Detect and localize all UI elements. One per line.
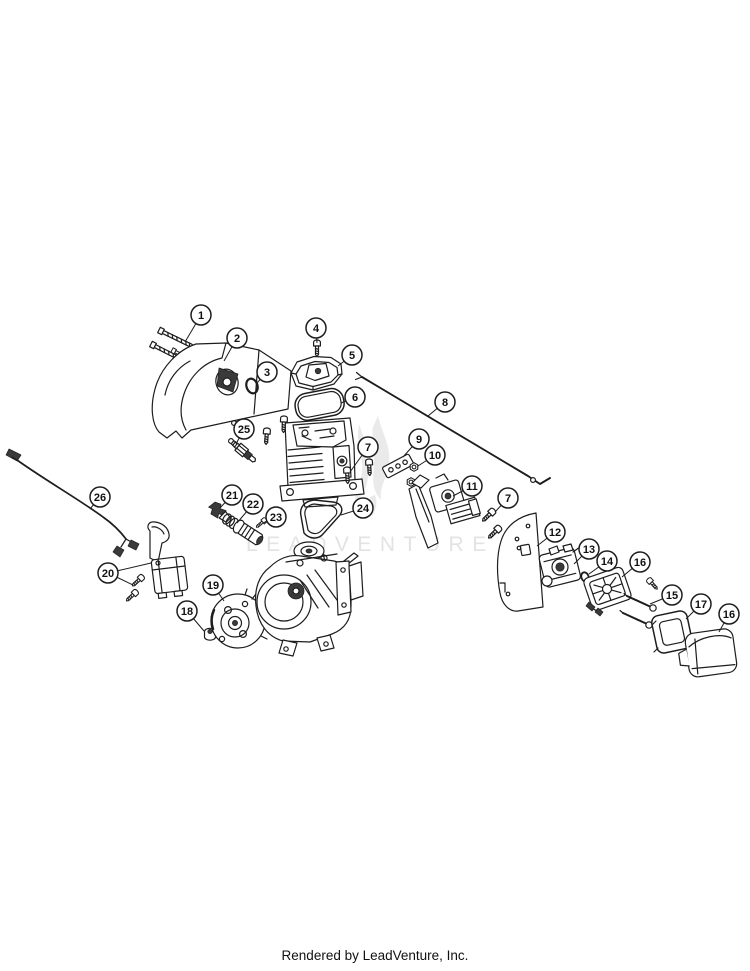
- svg-text:24: 24: [357, 503, 370, 515]
- part-gasket-6: [294, 387, 345, 422]
- svg-text:21: 21: [226, 490, 238, 502]
- callout-15[interactable]: 15: [649, 584, 683, 606]
- part-carburetor-13: [538, 543, 582, 588]
- callout-20[interactable]: 20: [97, 562, 152, 586]
- svg-text:25: 25: [238, 424, 250, 436]
- callout-7[interactable]: 7: [349, 436, 379, 473]
- callout-12[interactable]: 12: [536, 521, 566, 547]
- part-throttle-rod-8: [354, 371, 551, 485]
- svg-text:4: 4: [313, 323, 320, 335]
- callout-6[interactable]: 6: [340, 386, 366, 408]
- svg-text:9: 9: [416, 434, 422, 446]
- part-air-cleaner-cover-16b: [678, 628, 738, 678]
- footer-credit: Rendered by LeadVenture, Inc.: [281, 948, 469, 963]
- svg-text:18: 18: [181, 606, 193, 618]
- callout-3[interactable]: 3: [255, 361, 278, 385]
- callout-11[interactable]: 11: [452, 475, 483, 497]
- callout-9[interactable]: 9: [402, 428, 430, 458]
- callout-18[interactable]: 18: [176, 600, 205, 632]
- callout-24[interactable]: 24: [340, 497, 374, 519]
- callout-16[interactable]: 16: [718, 603, 740, 633]
- part-plate-9: [382, 453, 414, 479]
- callout-7[interactable]: 7: [494, 487, 519, 513]
- callout-10[interactable]: 10: [417, 444, 446, 467]
- svg-text:16: 16: [723, 609, 735, 621]
- part-engine-shroud-2: [151, 342, 292, 439]
- svg-text:14: 14: [601, 556, 614, 568]
- svg-text:2: 2: [234, 333, 240, 345]
- part-valve-cover-5: [290, 355, 343, 391]
- callout-21[interactable]: 21: [219, 484, 243, 509]
- callout-26[interactable]: 26: [89, 486, 111, 510]
- part-flywheel-19: [210, 588, 272, 649]
- callout-16[interactable]: 16: [621, 551, 651, 578]
- part-carb-backplate-16: [583, 566, 632, 617]
- callout-19[interactable]: 19: [202, 574, 225, 602]
- callout-25[interactable]: 25: [233, 418, 255, 445]
- part-crankcase-assembly: [254, 541, 364, 657]
- svg-text:19: 19: [207, 580, 219, 592]
- callout-2[interactable]: 2: [223, 327, 248, 362]
- svg-text:13: 13: [583, 544, 595, 556]
- svg-text:23: 23: [270, 512, 282, 524]
- callout-1[interactable]: 1: [184, 304, 212, 343]
- callout-23[interactable]: 23: [262, 506, 287, 528]
- svg-text:16: 16: [634, 557, 646, 569]
- svg-text:6: 6: [352, 392, 358, 404]
- svg-text:7: 7: [365, 442, 371, 454]
- part-filter-frame-17: [650, 610, 694, 654]
- part-spark-plug-25: [227, 437, 256, 463]
- part-throttle-bracket-11: [408, 473, 481, 549]
- callout-8[interactable]: 8: [427, 391, 456, 417]
- svg-text:12: 12: [549, 527, 561, 539]
- svg-text:10: 10: [429, 450, 441, 462]
- svg-text:26: 26: [94, 492, 106, 504]
- part-crankcase-gasket-24: [299, 499, 343, 539]
- svg-text:20: 20: [102, 568, 114, 580]
- callout-13[interactable]: 13: [573, 538, 600, 565]
- svg-text:1: 1: [198, 310, 204, 322]
- svg-text:3: 3: [264, 367, 270, 379]
- callout-17[interactable]: 17: [685, 593, 712, 620]
- part-cover-plate-12: [496, 512, 544, 612]
- callout-14[interactable]: 14: [588, 550, 618, 575]
- svg-text:17: 17: [695, 599, 707, 611]
- part-screws-15: [619, 576, 660, 629]
- part-nut-18: [203, 627, 217, 641]
- part-screws-20: [123, 572, 146, 604]
- part-ignition-coil-20: [147, 521, 189, 600]
- leadventure-watermark-text: LEADVENTURE: [246, 533, 495, 556]
- svg-text:8: 8: [442, 397, 448, 409]
- callout-5[interactable]: 5: [337, 344, 363, 367]
- svg-text:15: 15: [666, 590, 678, 602]
- callout-layer: 1234567789101112131415161617181920212223…: [89, 304, 740, 633]
- svg-text:5: 5: [349, 350, 355, 362]
- part-oring-3: [245, 377, 259, 395]
- svg-text:7: 7: [505, 493, 511, 505]
- callout-22[interactable]: 22: [236, 493, 264, 524]
- callout-4[interactable]: 4: [305, 317, 327, 344]
- part-stop-switch-wire-26: [5, 448, 140, 558]
- part-spring-assembly-22: [222, 513, 264, 546]
- svg-text:22: 22: [247, 499, 259, 511]
- part-cylinder: [279, 417, 365, 508]
- svg-text:11: 11: [466, 481, 478, 493]
